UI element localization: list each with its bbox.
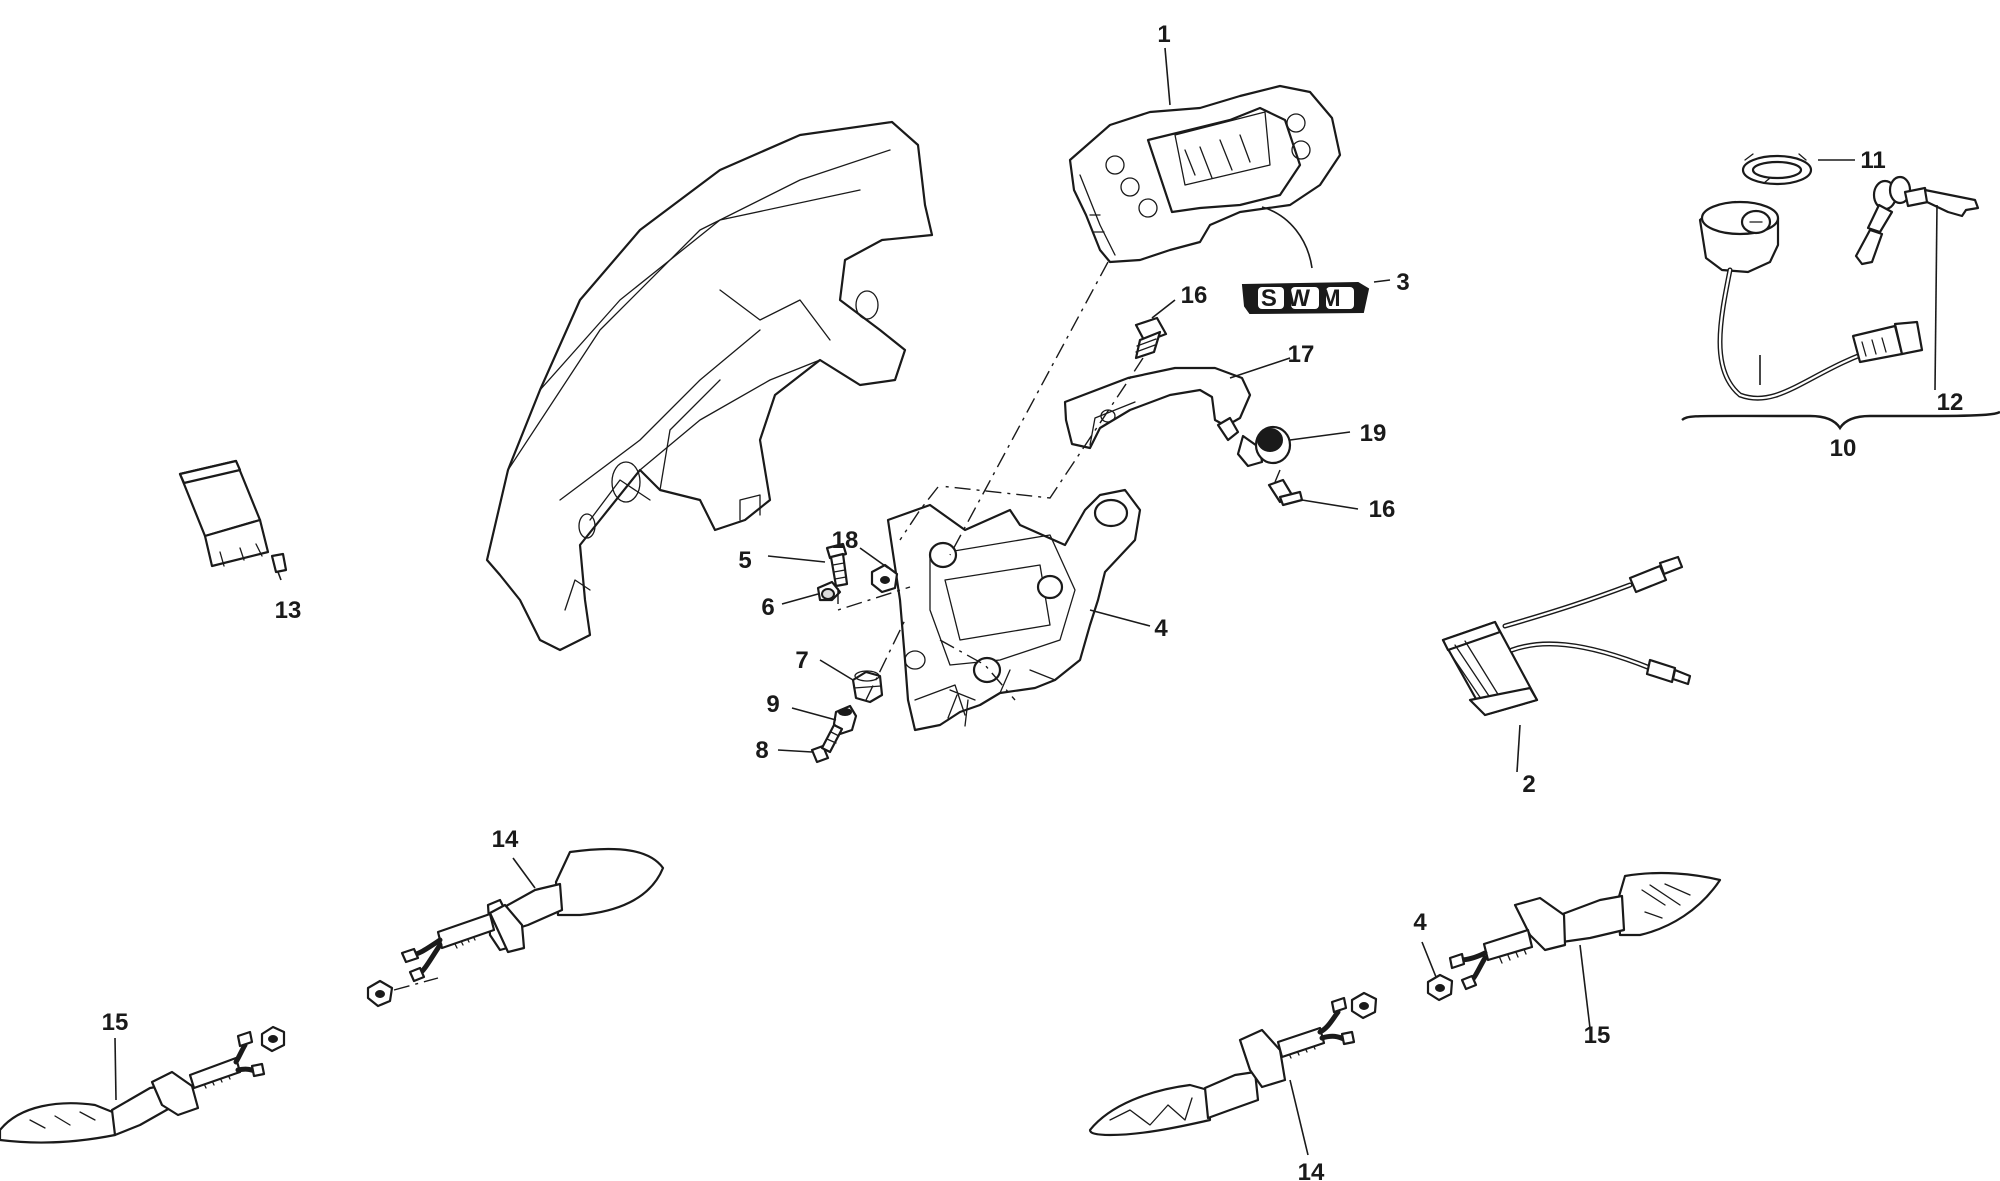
callout-6: 6 [761,594,774,621]
callout-10: 10 [1830,435,1857,462]
group-bracket-10 [1681,410,2000,431]
ignition-switch-part-10 [1698,200,1924,401]
assembly-line-indicator-left [393,977,439,991]
callout-18: 18 [832,527,859,554]
small-bracket-part-17 [1063,366,1252,450]
headlight-fairing [485,120,934,652]
callout-4-nut: 4 [1413,909,1427,936]
bolt-part-16-top [1134,316,1168,360]
callout-leaders [114,47,1938,1156]
screw-part-16-lower [1267,478,1304,507]
keys-part-12 [1854,175,1980,266]
nut-rear-right [1426,973,1454,1002]
callout-17: 17 [1288,341,1315,368]
callout-11: 11 [1860,147,1885,174]
callout-16-lower: 16 [1369,496,1396,523]
callout-14-left: 14 [492,826,519,853]
callout-3: 3 [1396,269,1409,296]
indicator-rear-left-part-15 [0,1030,266,1144]
nut-front-left [366,979,394,1008]
callout-16-top: 16 [1181,282,1208,309]
assembly-lines [837,261,1281,701]
callout-8: 8 [755,737,768,764]
logo-decal-part-3: SWM [1241,281,1370,315]
callout-7: 7 [795,647,808,674]
nut-rear-left [260,1025,286,1053]
callout-13: 13 [275,597,302,624]
grommet-part-6 [816,580,842,602]
callout-5: 5 [738,547,751,574]
indicator-front-left-part-14 [400,847,665,983]
callout-labels: 1 2 3 4 4 5 6 7 8 9 10 11 12 13 14 14 15… [102,21,1964,1181]
control-unit-part-2 [1441,555,1692,717]
callout-4-bracket: 4 [1154,615,1168,642]
nut-part-18 [870,563,899,594]
callout-19: 19 [1360,420,1387,447]
relay-part-13 [178,459,288,574]
callout-12: 12 [1937,389,1964,416]
callout-1: 1 [1157,21,1170,48]
nut-front-right [1350,991,1378,1020]
instrument-cluster-part-1 [1068,84,1342,269]
callout-15-left: 15 [102,1009,129,1036]
indicator-front-right-part-14 [1088,996,1356,1137]
screw-part-5 [825,542,849,588]
lock-ring-part-11 [1741,153,1813,186]
screw-part-8 [810,723,844,764]
instrument-bracket-part-4 [886,488,1142,732]
callout-14-right: 14 [1298,1159,1325,1181]
rubber-part-7 [851,670,884,704]
decal-logo-text: SWM [1261,285,1351,312]
indicator-rear-right-part-15 [1448,871,1722,991]
callout-15-right: 15 [1584,1022,1611,1049]
knob-part-19 [1236,425,1292,468]
callout-9: 9 [766,691,779,718]
callout-2: 2 [1522,771,1535,798]
